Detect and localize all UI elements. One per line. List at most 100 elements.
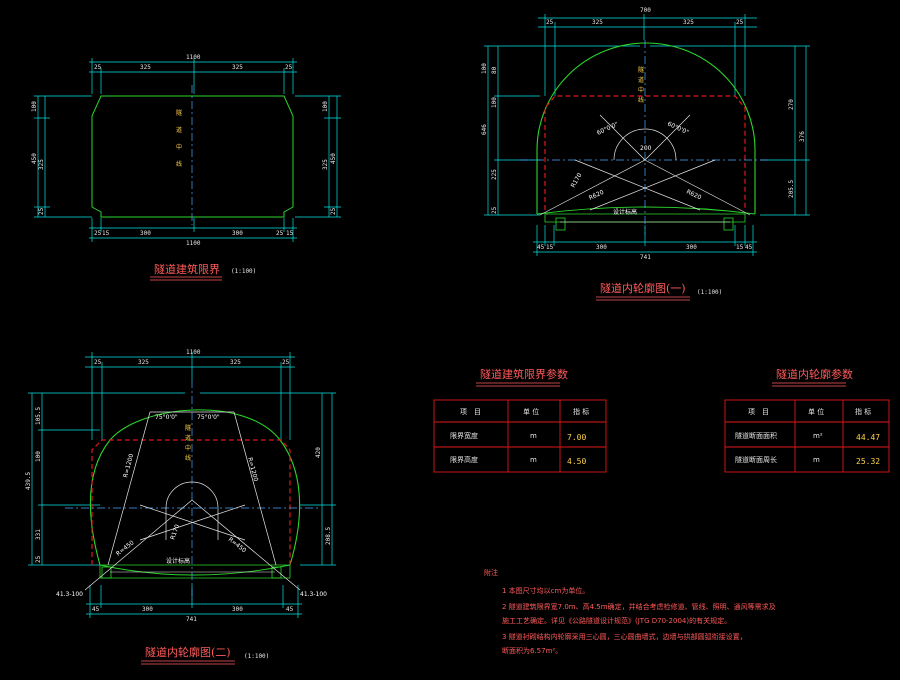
- dim-left: 646: [481, 124, 488, 135]
- note-line: 断面积为6.57m²。: [502, 646, 562, 655]
- design-level: 设计标高: [613, 208, 637, 216]
- drawing-scale: (1:100): [697, 289, 722, 296]
- dim-seg: 45: [537, 244, 545, 251]
- dim-seg: 25: [94, 359, 102, 366]
- table-cell: 隧道断面面积: [735, 431, 777, 440]
- note-line: 1 本图尺寸均以cm为单位。: [502, 586, 589, 595]
- dim-seg: 300: [142, 606, 153, 613]
- radius-center: 200: [640, 145, 652, 152]
- dim-right: 270: [788, 99, 795, 110]
- table-header: 指 标: [573, 407, 589, 416]
- top-total-dim: 700: [640, 7, 651, 14]
- dim-right: 25: [330, 207, 337, 215]
- dim-right: 205.5: [788, 180, 795, 198]
- dim-left: 100: [481, 63, 488, 74]
- clearance-outline: [91, 95, 294, 218]
- dim-right: 100: [322, 101, 329, 112]
- dim-seg: 45: [745, 244, 753, 251]
- dim-seg: 325: [232, 64, 243, 71]
- top-total-dim: 1100: [186, 349, 201, 356]
- table-contour-params: 隧道内轮廓参数 项 目 单 位 指 标 隧道断面面积 m² 44.47 隧道断面…: [724, 367, 890, 473]
- dim-seg: 300: [686, 244, 697, 251]
- dim-left: 450: [31, 153, 38, 164]
- note-line: 2 隧道建筑限界宽7.0m、高4.5m确定，并结合考虑检修道、管线、照明、通风等…: [502, 602, 776, 611]
- dim-left: 225: [491, 169, 498, 180]
- table-cell: 隧道断面周长: [735, 455, 777, 464]
- dim-left: 25: [491, 206, 498, 214]
- table-value: 7.00: [567, 433, 586, 442]
- table-cell: m²: [813, 432, 823, 440]
- dim-right: 450: [330, 153, 337, 164]
- table-clearance-params: 隧道建筑限界参数 项 目 单 位 指 标 限界宽度 m 7.00 限界高度 m …: [433, 367, 607, 473]
- dim-left: 100: [31, 101, 38, 112]
- radius-right: R620: [685, 188, 702, 201]
- dim-seg: 325: [140, 64, 151, 71]
- side-right: 41.3-100: [300, 591, 327, 598]
- small-radius: R170: [169, 523, 181, 540]
- dim-right: 376: [799, 131, 806, 142]
- table-header: 单 位: [523, 407, 539, 416]
- bottom-total-dim: 741: [186, 616, 197, 623]
- clearance-dashed: [544, 95, 746, 210]
- dim-right: 325: [322, 159, 329, 170]
- dim-seg: 25: [285, 64, 293, 71]
- dim-seg: 25: [546, 19, 554, 26]
- dim-left: 439.5: [25, 472, 32, 490]
- table-header: 单 位: [808, 407, 824, 416]
- radius-right: R=1200: [246, 457, 259, 483]
- dim-left: 80: [491, 66, 498, 74]
- dim-right: 420: [315, 447, 322, 458]
- notes-heading: 附注: [484, 568, 498, 577]
- table-value: 44.47: [856, 433, 880, 442]
- table-cell: 限界高度: [450, 455, 478, 464]
- note-line: 3 隧道衬砌结构内轮廓采用三心圆，三心圆曲墙式，边墙与拱部圆弧衔接设置，: [502, 632, 747, 641]
- dim-left: 25: [38, 207, 45, 215]
- table-header: 项 目: [748, 408, 769, 416]
- dim-seg: 325: [230, 359, 241, 366]
- notes: 附注 1 本图尺寸均以cm为单位。 2 隧道建筑限界宽7.0m、高4.5m确定，…: [484, 568, 776, 655]
- radius-left: R620: [588, 189, 605, 202]
- side-left: 41.3-100: [56, 591, 83, 598]
- table-cell: m: [530, 456, 537, 464]
- drawing-scale: (1:100): [244, 653, 269, 660]
- dim-seg: 300: [596, 244, 607, 251]
- drawing-contour-one: 隧道中线 60°0'0" 60°0'0" 200 R620 R620 R170 …: [481, 7, 810, 301]
- dim-seg: 25: [276, 230, 284, 237]
- table-title: 隧道内轮廓参数: [776, 367, 853, 381]
- angle-right: 60°0'0": [666, 120, 690, 136]
- table-value: 25.32: [856, 457, 880, 466]
- small-radius: R170: [570, 172, 584, 189]
- dim-left: 325: [38, 159, 45, 170]
- dim-seg: 325: [592, 19, 603, 26]
- top-total-dim: 1100: [186, 54, 201, 61]
- dim-left: 105.5: [35, 407, 42, 425]
- dim-right: 208.5: [325, 527, 332, 545]
- dim-seg: 300: [232, 606, 243, 613]
- dim-seg: 300: [232, 230, 243, 237]
- dim-seg: 25: [282, 359, 290, 366]
- bottom-total-dim: 741: [640, 254, 651, 261]
- dim-left: 100: [491, 97, 498, 108]
- dim-seg: 15: [546, 244, 554, 251]
- table-cell: 限界宽度: [450, 431, 478, 440]
- center-label: 隧道中线: [176, 109, 182, 168]
- drawing-scale: (1:100): [231, 268, 256, 275]
- radius-bottom-right: R=450: [227, 536, 248, 554]
- table-header: 项 目: [460, 408, 481, 416]
- table-cell: m: [813, 456, 820, 464]
- dim-seg: 300: [140, 230, 151, 237]
- dim-seg: 45: [92, 606, 100, 613]
- dim-seg: 25: [736, 19, 744, 26]
- center-label: 隧道中线: [638, 66, 644, 104]
- dim-left: 331: [35, 529, 42, 540]
- design-level: 设计标高: [166, 557, 190, 565]
- drawing-title: 隧道内轮廓图(二): [145, 645, 231, 659]
- inner-contour: [89, 409, 301, 566]
- radius-bottom-left: R=450: [115, 539, 136, 557]
- radius-left: R=1200: [122, 453, 135, 479]
- table-cell: m: [530, 432, 537, 440]
- dim-seg: 45: [286, 606, 294, 613]
- table-header: 指 标: [855, 407, 871, 416]
- drawing-clearance: 隧道中线 1100 25 325 325 25 25 15 300 300 25…: [31, 54, 341, 281]
